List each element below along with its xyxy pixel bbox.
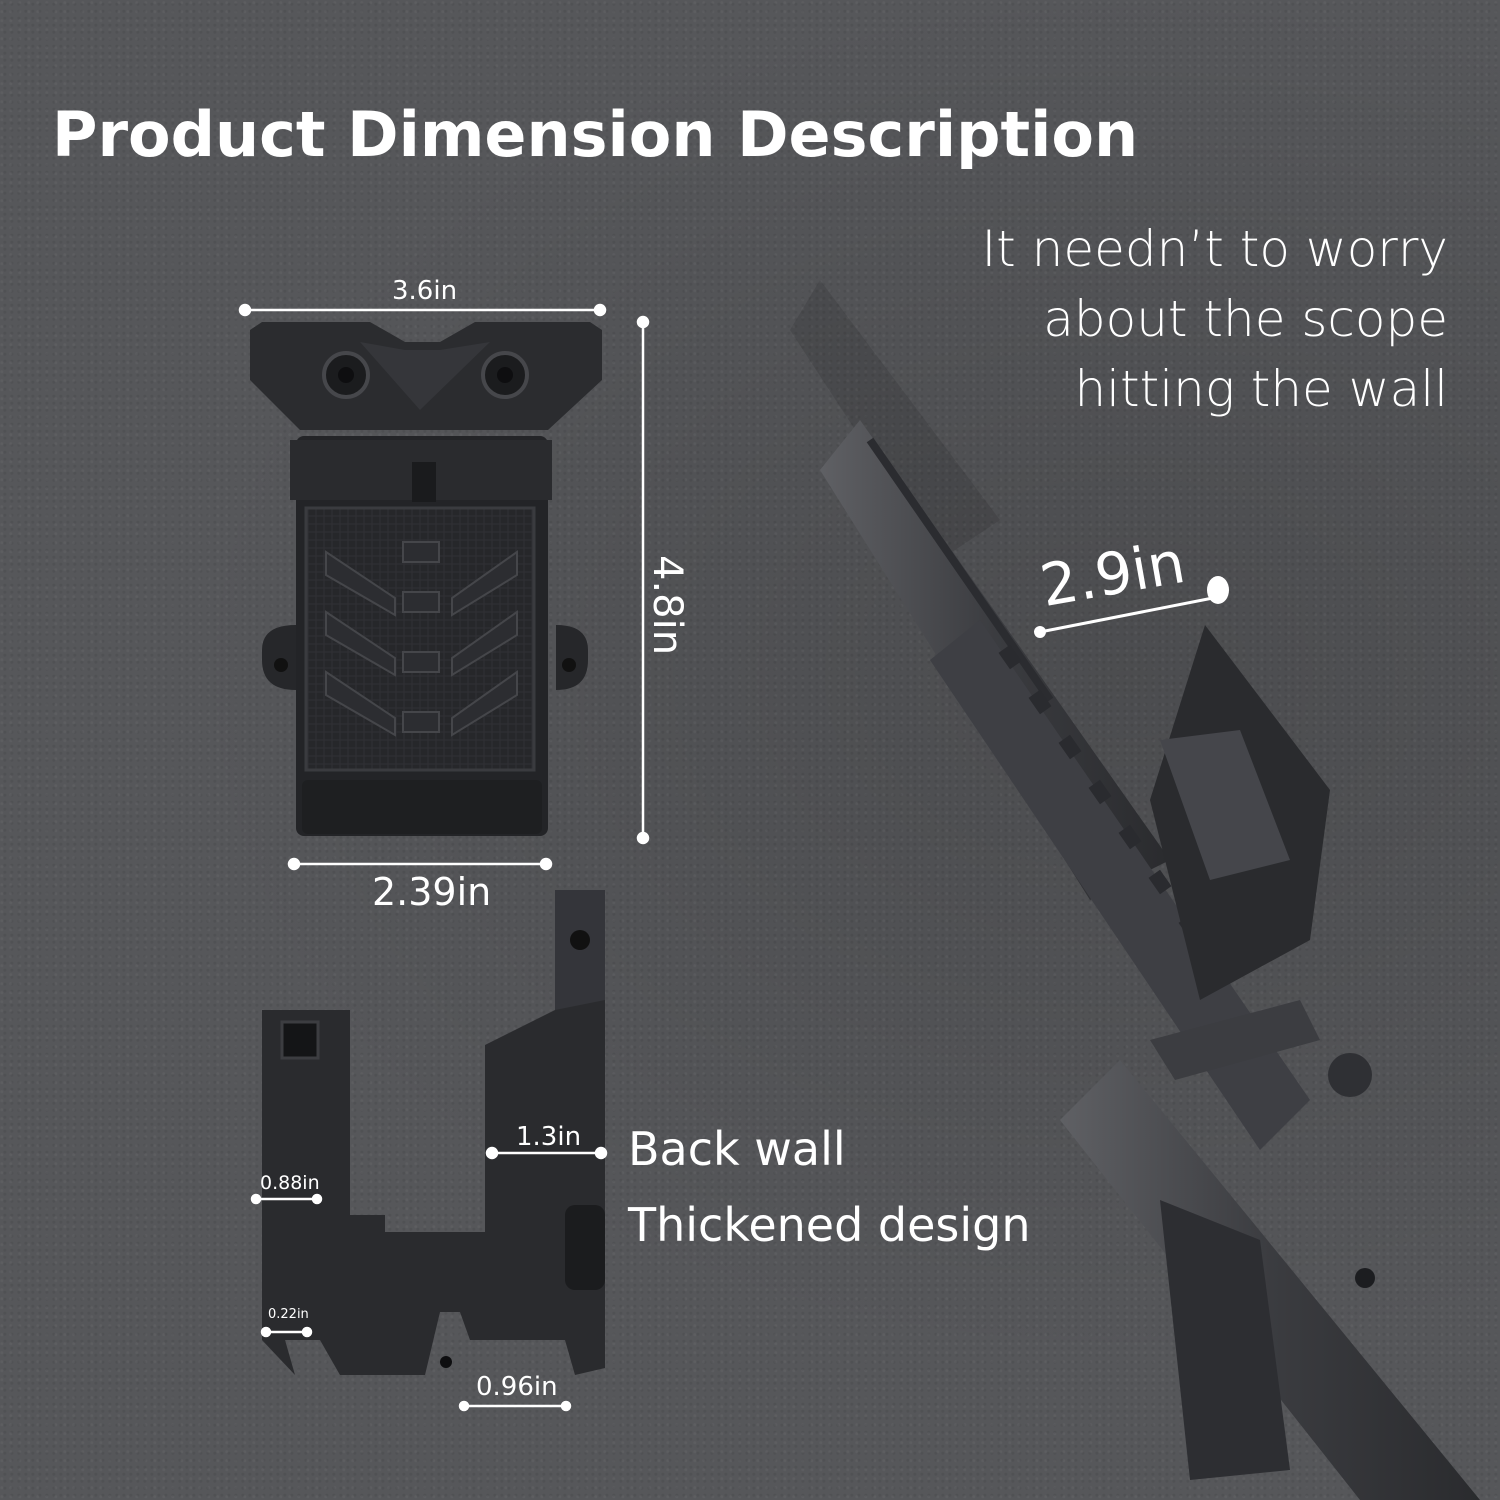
dimension-bottom-gap: 0.96in [476, 1372, 558, 1402]
scope-note-line: It needn’t to worry [981, 220, 1448, 278]
dimension-top-width: 3.6in [392, 276, 458, 306]
dimension-height: 4.8in [644, 555, 690, 656]
thickened-design-label: Thickened design [628, 1198, 1031, 1252]
dimension-lines [238, 303, 650, 1412]
dimension-back-wall: 1.3in [516, 1122, 582, 1152]
dimension-lip: 0.22in [268, 1307, 309, 1322]
mount-front-view [250, 322, 602, 836]
scope-note-line: hitting the wall [1074, 360, 1448, 418]
page-title: Product Dimension Description [52, 98, 1139, 171]
mount-side-view [262, 890, 605, 1375]
dimension-side-thickness: 0.88in [260, 1172, 320, 1194]
scope-note: It needn’t to worry about the scope hitt… [928, 214, 1448, 424]
rifle-scene [790, 280, 1480, 1500]
scope-note-line: about the scope [1043, 290, 1448, 348]
dimension-bottom-width: 2.39in [372, 870, 492, 914]
back-wall-label: Back wall [628, 1122, 846, 1176]
